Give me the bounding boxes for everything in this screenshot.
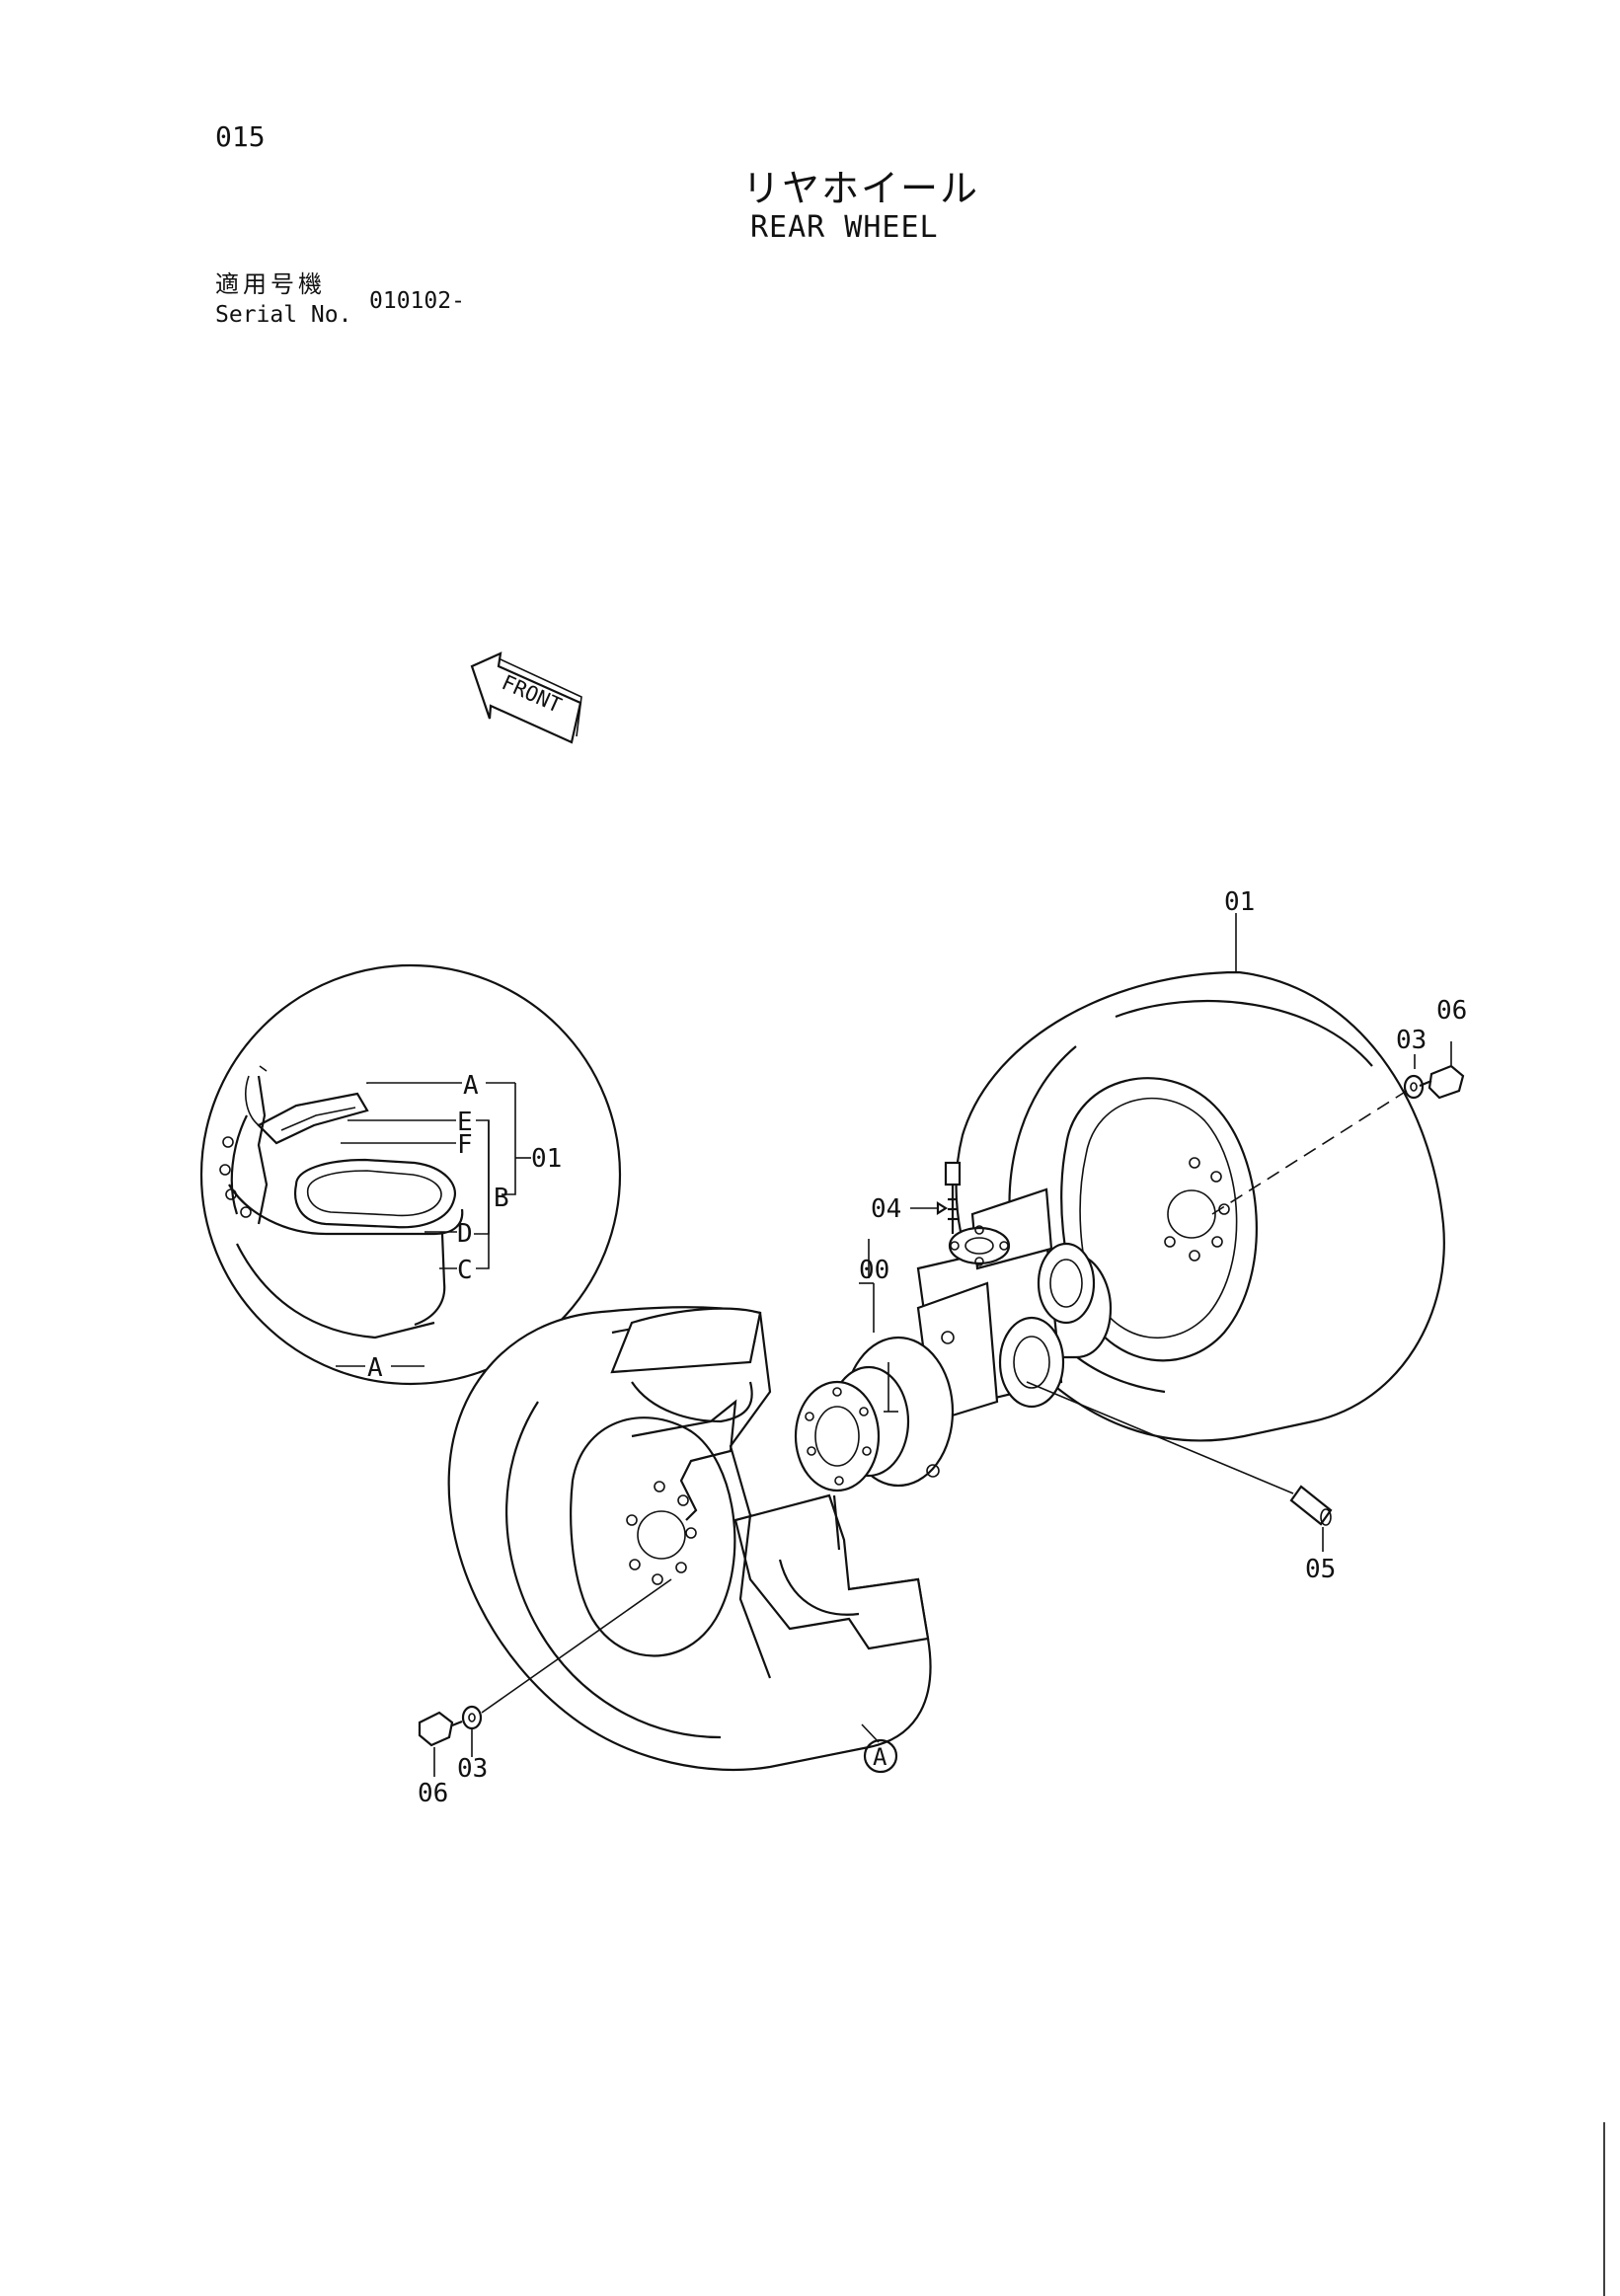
- callout-06-right: 06: [1436, 996, 1467, 1026]
- title-english: REAR WHEEL: [750, 210, 939, 245]
- page-number: 015: [215, 120, 266, 153]
- callout-03-right: 03: [1396, 1026, 1427, 1055]
- callout-view-a: A: [873, 1743, 887, 1771]
- serial-label-english: Serial No.: [215, 302, 352, 328]
- wheel-hub-motor: [794, 1187, 1113, 1492]
- detail-label-a-top: A: [463, 1071, 479, 1101]
- detail-label-e: E: [457, 1108, 473, 1137]
- title-japanese: リヤホイール: [742, 167, 980, 210]
- detail-label-f: F: [457, 1130, 473, 1160]
- callout-00: 00: [859, 1256, 889, 1285]
- callout-03-left: 03: [457, 1754, 488, 1784]
- callout-06-left: 06: [418, 1779, 448, 1808]
- bolt-05: [1289, 1485, 1333, 1552]
- serial-label-japanese: 適用号機: [215, 270, 326, 298]
- circled-letter-icon: A: [861, 1723, 898, 1774]
- washer-bolt-right: [1403, 1041, 1465, 1100]
- callout-05: 05: [1305, 1555, 1336, 1584]
- serial-number-value: 010102-: [369, 288, 465, 314]
- detail-label-b: B: [494, 1184, 509, 1213]
- detail-label-d: D: [457, 1219, 473, 1249]
- detail-view-circle: A E F B D C 01 A: [199, 963, 622, 1386]
- left-wheel-tire: [447, 1306, 932, 1772]
- washer-bolt-left: [418, 1705, 483, 1777]
- callout-01: 01: [1224, 887, 1255, 917]
- detail-label-a-bottom: A: [367, 1353, 383, 1383]
- bolt-04: [910, 1161, 962, 1234]
- detail-label-01: 01: [531, 1144, 562, 1174]
- detail-label-c: C: [457, 1256, 473, 1285]
- callout-04: 04: [871, 1194, 901, 1224]
- front-arrow-icon: FRONT: [470, 651, 582, 744]
